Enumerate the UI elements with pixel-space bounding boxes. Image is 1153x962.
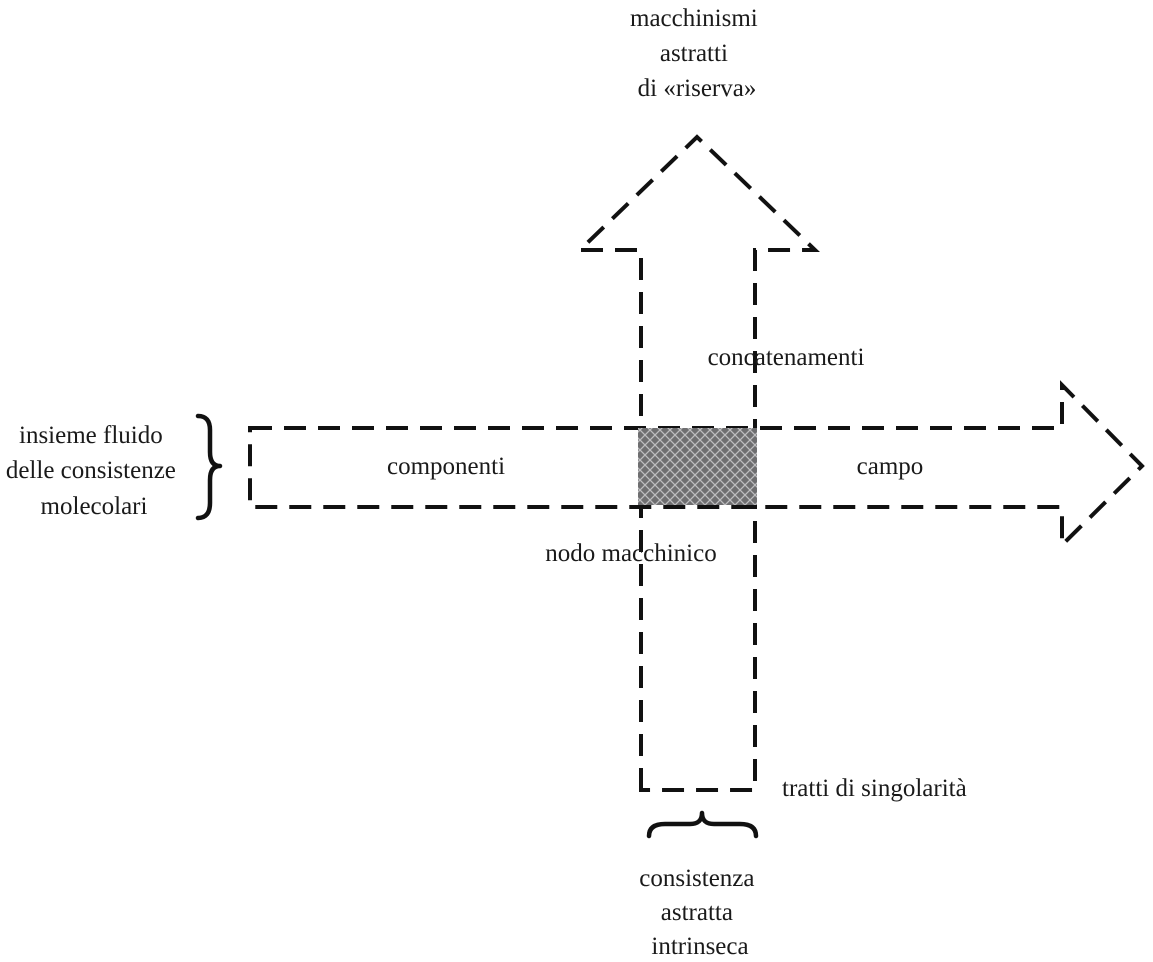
top-label: macchinismi astratti di «riserva» <box>630 5 764 102</box>
top-label-line: astratti <box>660 40 728 67</box>
bottom-curly-brace <box>646 810 759 839</box>
bottom-label-line: consistenza <box>639 865 754 892</box>
bottom-label-line: intrinseca <box>651 933 748 960</box>
label-nodo-macchinico: nodo macchinico <box>545 540 716 567</box>
top-label-line: macchinismi <box>630 5 758 32</box>
label-tratti-di-singolarita: tratti di singolarità <box>782 775 967 802</box>
bottom-label: consistenza astratta intrinseca <box>639 865 760 960</box>
top-label-line: di «riserva» <box>638 75 757 102</box>
vertical-arrow <box>575 134 820 792</box>
left-label-line: insieme fluido <box>19 422 163 449</box>
label-componenti: componenti <box>387 453 505 480</box>
horizontal-arrow <box>248 380 1145 550</box>
machinic-node-square <box>638 428 757 505</box>
left-label-line: delle consistenze <box>6 457 176 484</box>
label-concatenamenti: concatenamenti <box>708 344 865 371</box>
left-label: insieme fluido delle consistenze molecol… <box>6 422 182 520</box>
bottom-label-line: astratta <box>661 899 733 926</box>
label-campo: campo <box>857 453 924 480</box>
left-label-line: molecolari <box>41 493 148 520</box>
left-curly-brace <box>195 413 223 521</box>
